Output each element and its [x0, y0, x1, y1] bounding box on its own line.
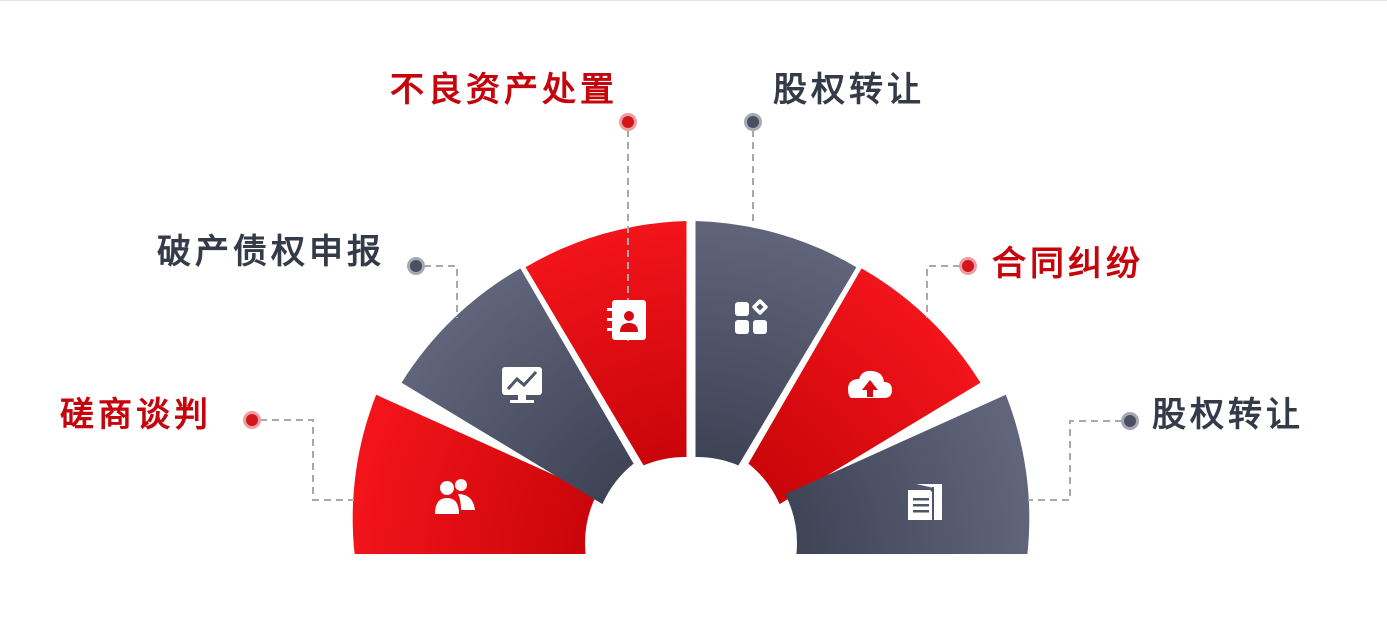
- monitor-chart-icon: [502, 367, 542, 403]
- top-divider: [0, 0, 1387, 1]
- dot-contract-dispute: [959, 257, 977, 275]
- dot-bankruptcy-claims: [407, 257, 425, 275]
- label-equity-transfer-1: 股权转让: [773, 70, 925, 110]
- label-npa-disposal: 不良资产处置: [390, 70, 618, 110]
- users-icon: [435, 479, 475, 514]
- dot-npa-disposal: [619, 113, 637, 131]
- segment-negotiation: [352, 394, 597, 554]
- dot-equity-transfer-2: [1121, 412, 1139, 430]
- connector-equity-transfer-2: [1028, 420, 1122, 501]
- connector-bankruptcy-claims: [424, 265, 458, 318]
- apps-grid-icon: [735, 299, 768, 334]
- label-contract-dispute: 合同纠纷: [992, 244, 1144, 284]
- label-equity-transfer-2: 股权转让: [1152, 395, 1304, 435]
- dot-equity-transfer-1: [744, 113, 762, 131]
- connector-contract-dispute: [926, 265, 960, 318]
- cloud-upload-icon: [848, 370, 892, 398]
- documents-icon: [908, 484, 942, 520]
- connector-negotiation: [260, 419, 354, 501]
- segment-equity-transfer-1: [695, 221, 857, 466]
- dot-negotiation: [243, 411, 261, 429]
- segment-npa-disposal: [525, 221, 687, 466]
- contact-book-icon: [607, 300, 646, 340]
- label-bankruptcy-claims: 破产债权申报: [157, 232, 385, 272]
- label-negotiation: 磋商谈判: [60, 395, 212, 435]
- segment-equity-transfer-2: [785, 394, 1030, 554]
